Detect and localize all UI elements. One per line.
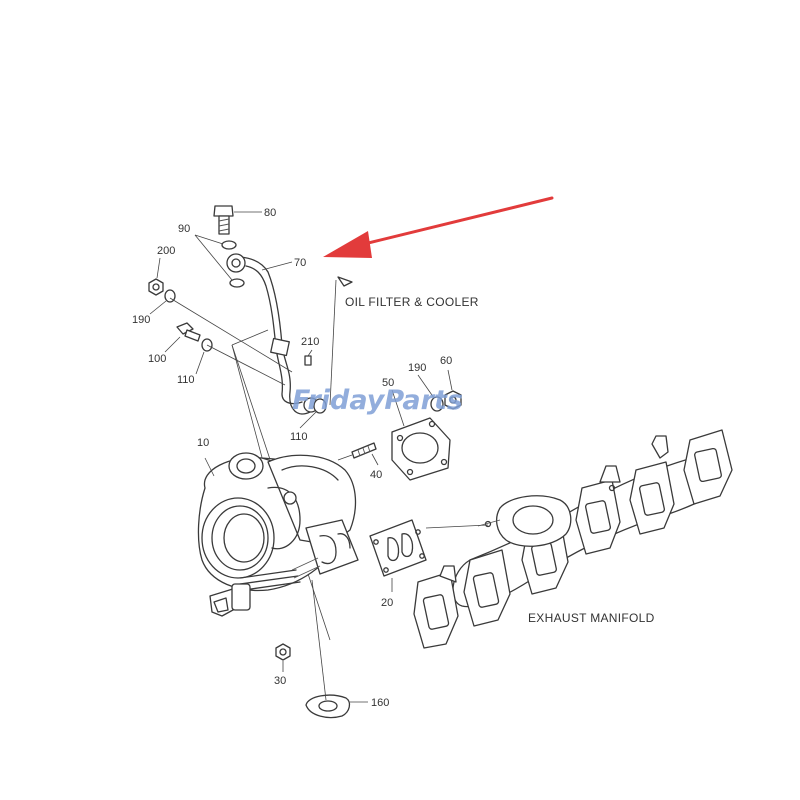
callout-160: 160 (371, 697, 389, 709)
bolt-100 (176, 322, 201, 342)
nut-30 (275, 643, 291, 661)
sealing-washer-90-bottom (229, 278, 245, 288)
red-indicator-arrow (323, 196, 554, 258)
callout-40: 40 (370, 469, 382, 481)
washer-190-right (430, 396, 444, 412)
washer-190-left (164, 289, 176, 303)
callout-60: 60 (440, 355, 452, 367)
nut-200 (148, 278, 164, 296)
callout-80: 80 (264, 207, 276, 219)
callout-200: 200 (157, 245, 175, 257)
callout-10: 10 (197, 437, 209, 449)
callout-190-left: 190 (132, 314, 150, 326)
gasket-160 (305, 694, 351, 719)
watermark-logo-text: FridayParts (292, 385, 463, 416)
label-exhaust-manifold: EXHAUST MANIFOLD (528, 611, 655, 625)
callout-90: 90 (178, 223, 190, 235)
gasket-50 (391, 417, 451, 481)
callout-210: 210 (301, 336, 319, 348)
label-oil-filter-cooler: OIL FILTER & COOLER (345, 295, 479, 309)
callout-20: 20 (381, 597, 393, 609)
banjo-bolt-80 (213, 205, 234, 235)
callout-190-right: 190 (408, 362, 426, 374)
exhaust-manifold (413, 429, 733, 649)
stud-40 (351, 442, 377, 459)
washer-110-right (313, 398, 327, 414)
nut-60 (444, 390, 462, 410)
callout-110-right: 110 (290, 431, 308, 443)
gasket-20 (369, 519, 427, 577)
turbocharger-10 (197, 452, 359, 617)
sealing-washer-90-top (221, 240, 237, 250)
callout-50: 50 (382, 377, 394, 389)
oil-flow-arrowhead (337, 276, 353, 287)
callout-100: 100 (148, 353, 166, 365)
callout-110-left: 110 (177, 374, 195, 386)
pin-210 (304, 355, 312, 366)
callout-70: 70 (294, 257, 306, 269)
callout-30: 30 (274, 675, 286, 687)
